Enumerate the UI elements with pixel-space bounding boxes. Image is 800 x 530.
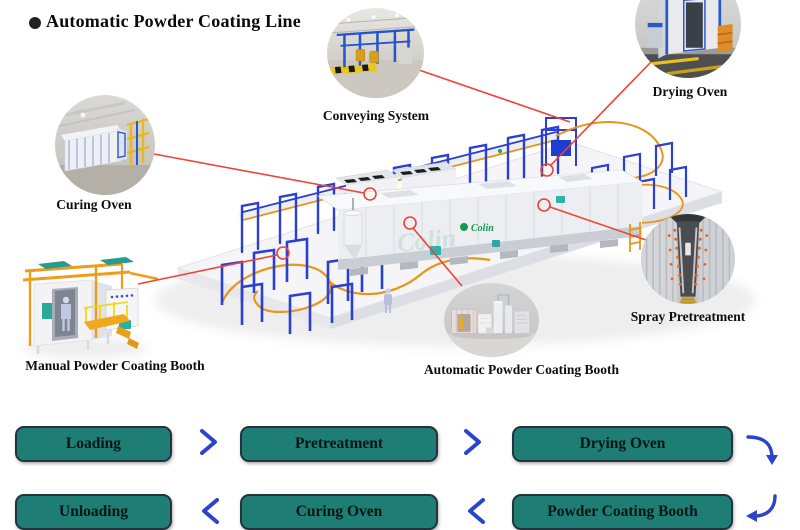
label-automatic-booth: Automatic Powder Coating Booth: [423, 362, 620, 377]
callout-line-conveying: [418, 69, 571, 123]
arrow-curve-left-icon: [746, 494, 777, 522]
curing-oven-art: [55, 95, 155, 195]
spray-pretreatment-photo: [641, 214, 735, 304]
flow-step-drying-oven: Drying Oven: [512, 426, 733, 462]
label-curing-oven: Curing Oven: [56, 197, 132, 212]
callout-line-spray: [549, 206, 647, 241]
arrow-curve-down-icon: [746, 435, 778, 465]
arrow-right-icon: [464, 429, 481, 455]
arrow-left-icon: [468, 498, 485, 524]
conveying-system-art: [327, 8, 424, 98]
callout-ring-curing: [363, 187, 377, 201]
flow-step-curing-oven: Curing Oven: [240, 494, 438, 530]
conveyor-turnaround: [545, 117, 688, 224]
conveying-system-photo: [327, 8, 424, 98]
callout-ring-automatic: [403, 216, 417, 230]
flow-step-unloading: Unloading: [15, 494, 172, 530]
spray-pretreatment-art: [641, 214, 735, 304]
arrow-left-icon: [202, 498, 219, 524]
flow-step-loading: Loading: [15, 426, 172, 462]
automatic-booth-photo: [444, 283, 539, 357]
flow-step-powder-coating-booth: Powder Coating Booth: [512, 494, 733, 530]
manual-booth-illustration: [22, 257, 159, 357]
cyclone-filter: [343, 198, 363, 260]
page-title: Automatic Powder Coating Line: [46, 11, 301, 31]
label-conveying-system: Conveying System: [322, 108, 430, 123]
callout-line-automatic: [412, 227, 463, 287]
callout-line-curing: [153, 153, 365, 194]
title-bullet-icon: [29, 17, 41, 29]
callout-line-drying: [549, 61, 652, 167]
label-spray-pretreatment: Spray Pretreatment: [630, 309, 746, 324]
callout-lines: [137, 61, 652, 287]
machine-buildings: Colin Colin: [317, 161, 643, 276]
brand-logo-icon: [460, 223, 468, 231]
callout-ring-drying: [540, 163, 554, 177]
label-manual-booth: Manual Powder Coating Booth: [25, 358, 205, 373]
label-drying-oven: Drying Oven: [652, 84, 728, 99]
brand-watermark: Colin: [396, 223, 458, 258]
automatic-booth-art: [444, 283, 539, 357]
callout-line-manual: [137, 254, 278, 285]
curing-oven-photo: [55, 95, 155, 195]
callout-ring-manual: [276, 246, 290, 260]
ladder: [629, 222, 641, 252]
brand-logo-text: Colin: [471, 223, 494, 234]
flow-step-pretreatment: Pretreatment: [240, 426, 438, 462]
arrow-right-icon: [200, 429, 217, 455]
callout-ring-spray: [537, 198, 551, 212]
